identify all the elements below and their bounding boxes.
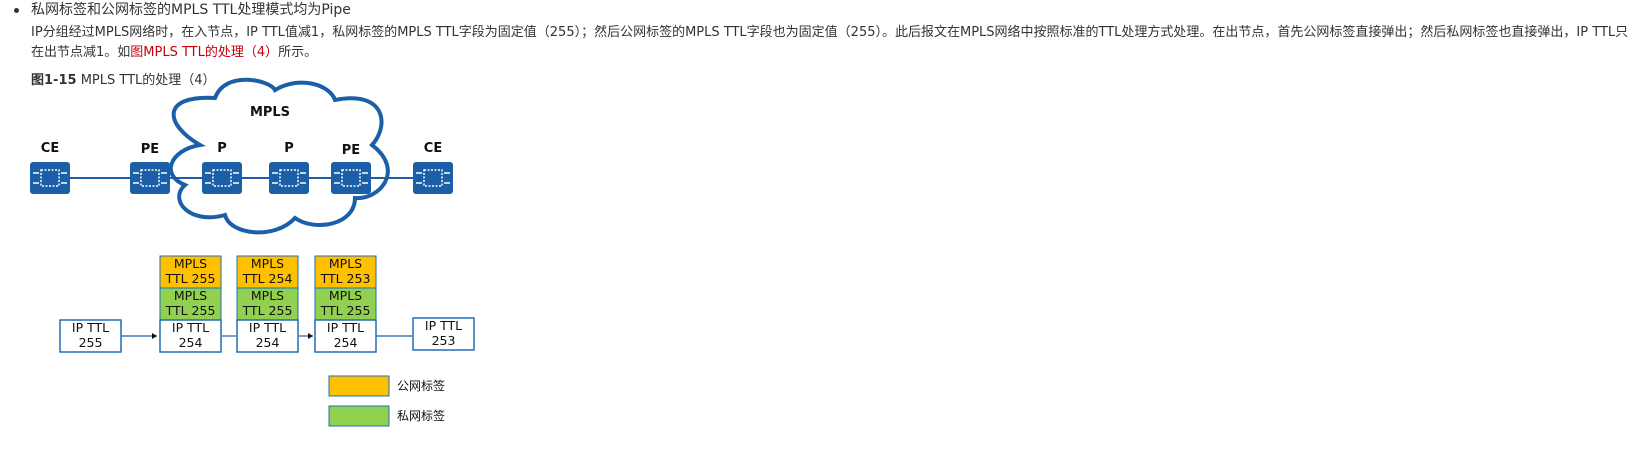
ttl-box-text: 253	[432, 333, 456, 348]
ttl-box-text: TTL 255	[165, 303, 216, 318]
private-ttl-box	[236, 287, 299, 321]
ttl-box-text: 254	[256, 335, 280, 350]
figure-caption: 图1-15 MPLS TTL的处理（4）	[31, 72, 216, 90]
ttl-box-text: 255	[79, 335, 103, 350]
router-icon	[30, 162, 70, 194]
legend-swatch	[328, 405, 390, 427]
ttl-box-text: 254	[179, 335, 203, 350]
paragraph-text-end: 所示。	[278, 45, 318, 60]
device-label: PE	[141, 142, 159, 157]
device-group: CE PE P P PE CE	[30, 141, 453, 194]
figure-number: 图1-15	[31, 73, 77, 88]
router-icon	[202, 162, 242, 194]
ttl-box-text: IP TTL	[327, 320, 364, 335]
ip-ttl-box	[159, 319, 222, 353]
legend-label: 公网标签	[397, 378, 445, 393]
router-icon	[331, 162, 371, 194]
mpls-cloud: MPLS	[168, 77, 390, 235]
ttl-box-text: TTL 255	[320, 303, 371, 318]
device-p-3: P	[269, 141, 309, 194]
ttl-box-text: MPLS	[329, 256, 362, 271]
ip-ttl-box	[314, 319, 377, 353]
ttl-box-text: TTL 254	[242, 271, 293, 286]
ttl-box-text: IP TTL	[249, 320, 286, 335]
bullet-dot	[14, 8, 19, 13]
legend-label: 私网标签	[397, 408, 445, 423]
ttl-box-text: TTL 253	[320, 271, 371, 286]
device-pe-1: PE	[130, 142, 170, 194]
section-heading: 私网标签和公网标签的MPLS TTL处理模式均为Pipe	[31, 2, 351, 18]
ip-ttl-box	[236, 319, 299, 353]
router-icon	[269, 162, 309, 194]
public-ttl-box	[314, 255, 377, 289]
legend-swatch	[328, 375, 390, 397]
ttl-box-text: MPLS	[251, 256, 284, 271]
ttl-box-text: TTL 255	[165, 271, 216, 286]
ttl-box-text: MPLS	[329, 288, 362, 303]
router-icon	[413, 162, 453, 194]
cloud-outline	[168, 77, 390, 235]
ttl-box-text: MPLS	[251, 288, 284, 303]
legend-item-private: 私网标签	[328, 405, 445, 427]
ttl-box-text: 254	[334, 335, 358, 350]
ttl-box-text: TTL 255	[242, 303, 293, 318]
device-p-2: P	[202, 141, 242, 194]
device-pe-4: PE	[331, 143, 371, 194]
device-label: CE	[424, 141, 442, 156]
device-label: P	[217, 141, 227, 156]
ip-ttl-box	[59, 319, 122, 353]
ttl-box-text: IP TTL	[425, 318, 462, 333]
cloud-label: MPLS	[250, 105, 290, 120]
ttl-box-text: MPLS	[174, 288, 207, 303]
ip-ttl-box	[412, 317, 475, 351]
ttl-box-text: MPLS	[174, 256, 207, 271]
device-label: P	[284, 141, 294, 156]
device-label: PE	[342, 143, 360, 158]
device-ce-0: CE	[30, 141, 70, 194]
ttl-box-text: IP TTL	[72, 320, 109, 335]
figure-link[interactable]: 图MPLS TTL的处理（4）	[130, 45, 279, 60]
figure-title: MPLS TTL的处理（4）	[80, 73, 216, 88]
device-ce-5: CE	[413, 141, 453, 194]
legend-item-public: 公网标签	[328, 375, 445, 397]
device-label: CE	[41, 141, 59, 156]
description-paragraph: IP分组经过MPLS网络时，在入节点，IP TTL值减1，私网标签的MPLS T…	[31, 23, 1631, 63]
ttl-box-text: IP TTL	[172, 320, 209, 335]
paragraph-text: IP分组经过MPLS网络时，在入节点，IP TTL值减1，私网标签的MPLS T…	[31, 25, 1629, 60]
router-icon	[130, 162, 170, 194]
